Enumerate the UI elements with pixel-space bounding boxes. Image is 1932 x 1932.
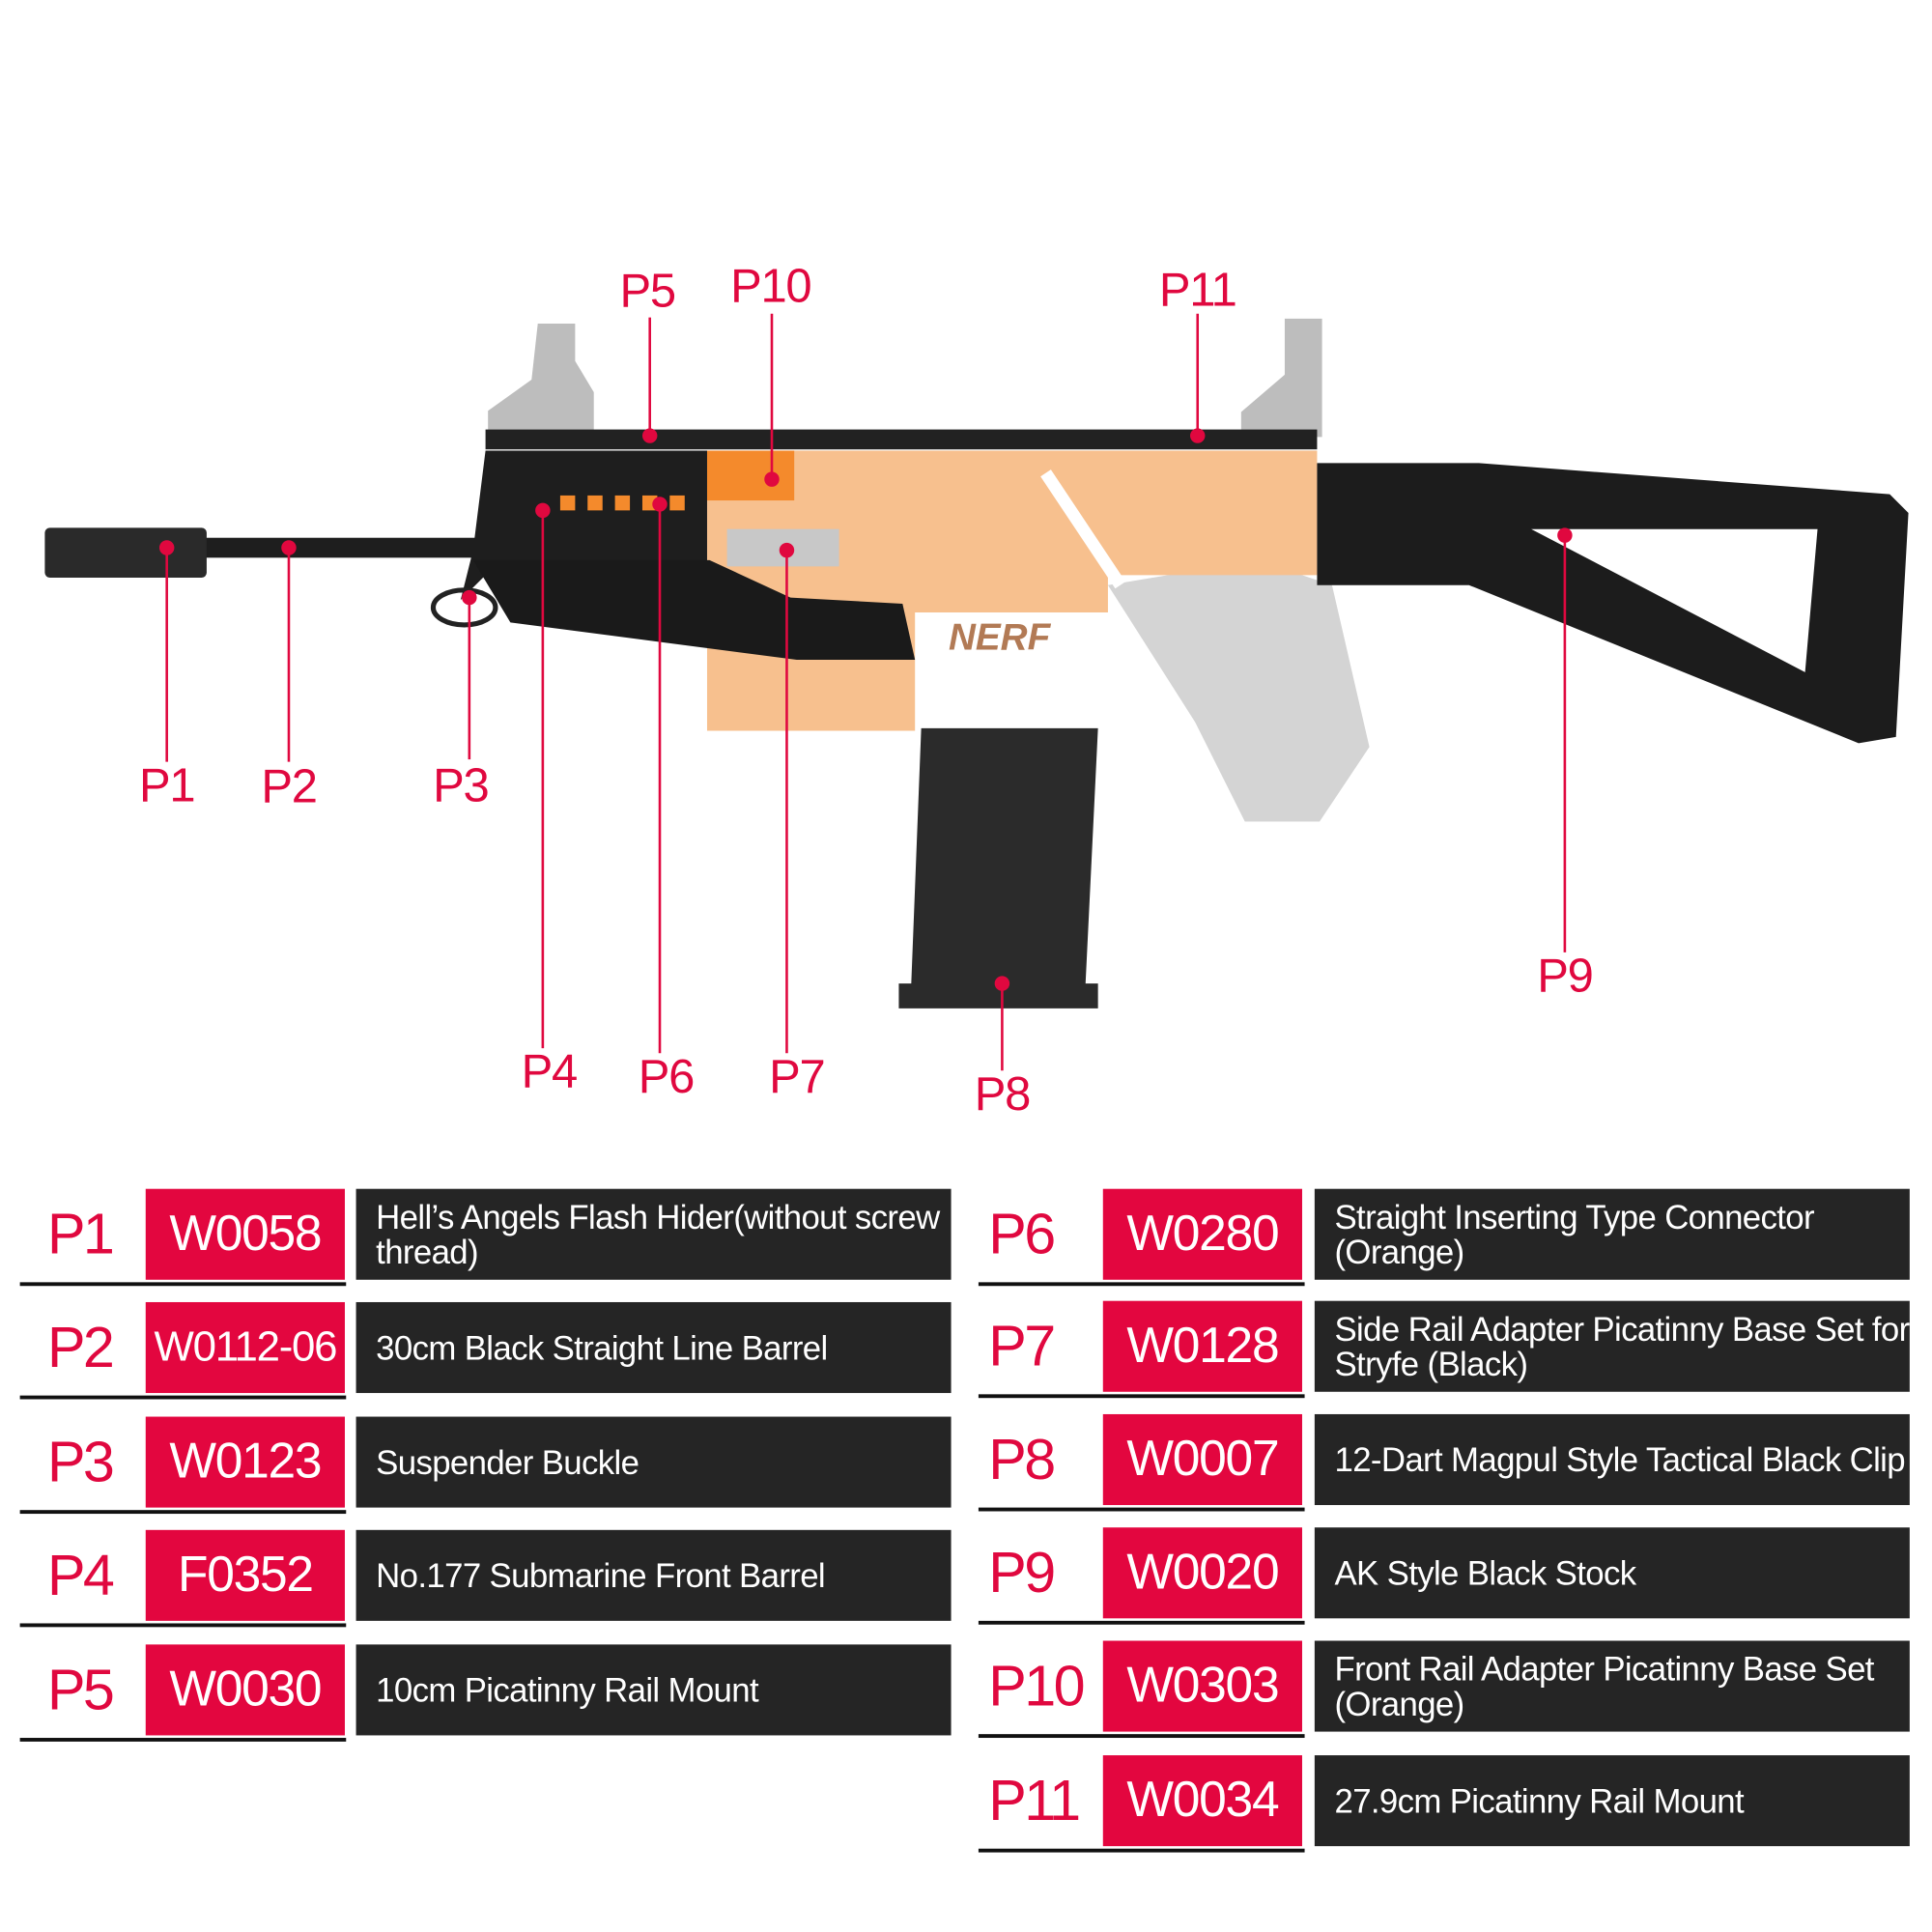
part-row: P11 W0034 27.9cm Picatinny Rail Mount (978, 1755, 1924, 1853)
part-row: P9 W0020 AK Style Black Stock (978, 1527, 1924, 1625)
callout-p3: P3 (433, 759, 490, 812)
callout-lines (158, 313, 1573, 1071)
callout-p5: P5 (619, 266, 676, 319)
part-code: W0030 (145, 1644, 345, 1736)
part-number: P3 (46, 1429, 115, 1494)
part-code: W0007 (1102, 1413, 1302, 1506)
row-divider (978, 1507, 1305, 1512)
part-code: F0352 (145, 1529, 345, 1621)
callout-p4: P4 (521, 1046, 579, 1099)
part-code: W0303 (1102, 1640, 1302, 1732)
row-divider (978, 1734, 1305, 1739)
part-row: P4 F0352 No.177 Submarine Front Barrel (19, 1529, 966, 1628)
row-divider (978, 1394, 1305, 1399)
part-description: Front Rail Adapter Picatinny Base Set (O… (1314, 1640, 1910, 1732)
part-number: P11 (988, 1767, 1081, 1833)
row-divider (19, 1738, 347, 1742)
callout-p1: P1 (139, 759, 196, 812)
blaster-illustration: NERF (44, 318, 1909, 1009)
part-number: P9 (988, 1540, 1056, 1605)
row-divider (19, 1395, 347, 1400)
part-number: P1 (46, 1201, 115, 1266)
part-number: P6 (988, 1201, 1056, 1266)
part-row: P10 W0303 Front Rail Adapter Picatinny B… (978, 1640, 1924, 1739)
callout-p2: P2 (261, 761, 318, 814)
callout-p7: P7 (769, 1051, 826, 1104)
part-row: P6 W0280 Straight Inserting Type Connect… (978, 1188, 1924, 1287)
part-row: P3 W0123 Suspender Buckle (19, 1416, 966, 1515)
part-description: 10cm Picatinny Rail Mount (355, 1644, 952, 1736)
row-divider (19, 1510, 347, 1515)
part-description: 27.9cm Picatinny Rail Mount (1314, 1755, 1910, 1847)
part-number: P4 (46, 1542, 115, 1607)
svg-text:NERF: NERF (949, 617, 1052, 659)
callout-p10: P10 (730, 260, 812, 314)
part-number: P5 (46, 1657, 115, 1722)
part-code: W0112-06 (145, 1301, 345, 1394)
part-description: No.177 Submarine Front Barrel (355, 1529, 952, 1621)
row-divider (978, 1848, 1305, 1853)
row-divider (19, 1623, 347, 1628)
row-divider (19, 1282, 347, 1287)
row-divider (978, 1282, 1305, 1287)
part-number: P8 (988, 1426, 1056, 1492)
part-row: P8 W0007 12-Dart Magpul Style Tactical B… (978, 1413, 1924, 1512)
part-description: Hell’s Angels Flash Hider(without screw … (355, 1188, 952, 1280)
part-code: W0280 (1102, 1188, 1302, 1280)
part-row: P7 W0128 Side Rail Adapter Picatinny Bas… (978, 1300, 1924, 1399)
part-row: P1 W0058 Hell’s Angels Flash Hider(witho… (19, 1188, 966, 1287)
callout-p9: P9 (1537, 950, 1594, 1004)
callout-p8: P8 (974, 1068, 1032, 1122)
part-code: W0058 (145, 1188, 345, 1280)
part-code: W0128 (1102, 1300, 1302, 1392)
part-description: AK Style Black Stock (1314, 1527, 1910, 1619)
part-code: W0034 (1102, 1755, 1302, 1847)
part-description: Straight Inserting Type Connector (Orang… (1314, 1188, 1910, 1280)
part-description: Side Rail Adapter Picatinny Base Set for… (1314, 1300, 1910, 1392)
part-row: P2 W0112-06 30cm Black Straight Line Bar… (19, 1301, 966, 1400)
part-code: W0020 (1102, 1527, 1302, 1619)
callout-p6: P6 (638, 1051, 696, 1104)
part-row: P5 W0030 10cm Picatinny Rail Mount (19, 1644, 966, 1742)
part-number: P2 (46, 1314, 115, 1379)
row-divider (978, 1620, 1305, 1625)
part-code: W0123 (145, 1416, 345, 1508)
part-description: Suspender Buckle (355, 1416, 952, 1508)
part-description: 12-Dart Magpul Style Tactical Black Clip (1314, 1413, 1910, 1506)
part-number: P7 (988, 1313, 1056, 1378)
part-description: 30cm Black Straight Line Barrel (355, 1301, 952, 1394)
callout-p11: P11 (1158, 264, 1237, 317)
part-number: P10 (988, 1653, 1085, 1719)
